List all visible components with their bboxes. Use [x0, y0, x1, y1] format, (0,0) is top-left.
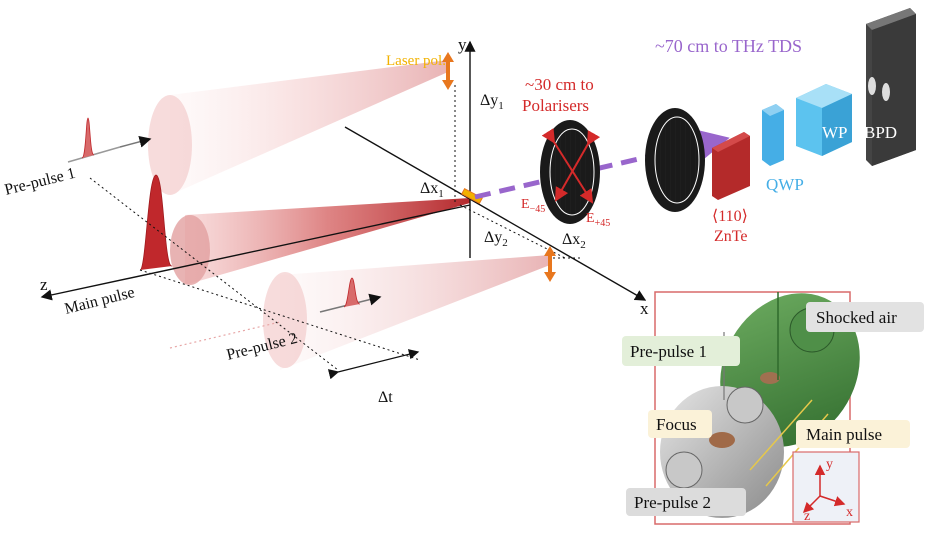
focus-label: Focus [656, 415, 697, 434]
thz-tds-distance-label: ~70 cm to THz TDS [655, 36, 802, 56]
shocked-air-label: Shocked air [816, 308, 897, 327]
inset-pre-pulse-1-label: Pre-pulse 1 [630, 342, 707, 361]
qwp-plate [762, 104, 784, 166]
z-axis-line [40, 204, 471, 301]
inset-panel: Shocked air Pre-pulse 1 Focus Main pulse… [622, 291, 924, 525]
inset-z-axis-label: z [804, 509, 810, 524]
main-pulse-tag [796, 420, 910, 448]
inset-main-pulse-label: Main pulse [806, 425, 882, 444]
pre-pulse-2-beam [263, 255, 550, 370]
delta-y2-label: Δy2 [484, 229, 508, 249]
delta-x1-label: Δx1 [420, 180, 444, 200]
laser-pol-label: Laser pol. [386, 53, 446, 69]
pre-pulse-2-waveform [343, 277, 361, 308]
wp-label: WP [822, 123, 848, 142]
e-minus-45-label: E−45 [521, 197, 545, 215]
pre-pulse-1-beam [148, 60, 448, 195]
delta-t-arrow [327, 349, 420, 380]
polarisers-distance-line1: ~30 cm to [525, 75, 594, 94]
z-axis-label: z [40, 275, 48, 294]
pre-pulse-1-axis [67, 146, 121, 163]
bpd-label: BPD [864, 123, 897, 142]
polariser-2 [645, 108, 705, 212]
znte-orientation-label: ⟨110⟩ [712, 208, 748, 225]
delta-y1-label: Δy1 [480, 92, 504, 112]
polarisers-distance-line2: Polarisers [522, 96, 589, 115]
polariser-1 [540, 120, 601, 224]
pre-pulse-1-waveform [81, 117, 95, 159]
x-axis-line [344, 126, 647, 301]
znte-label: ZnTe [714, 228, 748, 245]
qwp-label: QWP [766, 175, 804, 194]
znte-crystal [712, 132, 750, 200]
main-pulse-waveform [139, 174, 173, 271]
delta-x2-label: Δx2 [562, 231, 586, 251]
pre-pulse-1-tag [622, 336, 740, 366]
delta-t-label: Δt [378, 389, 393, 406]
guide-lines [89, 85, 580, 371]
y-axis-label: y [458, 35, 467, 54]
pre-pulse-1-label: Pre-pulse 1 [3, 165, 77, 199]
coordinate-axes [40, 40, 647, 301]
shocked-air-tag [806, 302, 924, 332]
inset-x-axis-label: x [846, 505, 853, 520]
x-axis-label: x [640, 299, 649, 318]
inset-y-axis-label: y [826, 457, 833, 472]
inset-pre-pulse-2-label: Pre-pulse 2 [634, 493, 711, 512]
main-pulse-label: Main pulse [63, 284, 137, 318]
bpd-detector [866, 8, 916, 166]
wp-prism [796, 84, 852, 156]
focus-tag [648, 410, 712, 438]
pre-pulse-2-tag [626, 488, 746, 516]
laser-polarisation-arrows [442, 52, 556, 282]
e-plus-45-label: E+45 [586, 211, 610, 229]
